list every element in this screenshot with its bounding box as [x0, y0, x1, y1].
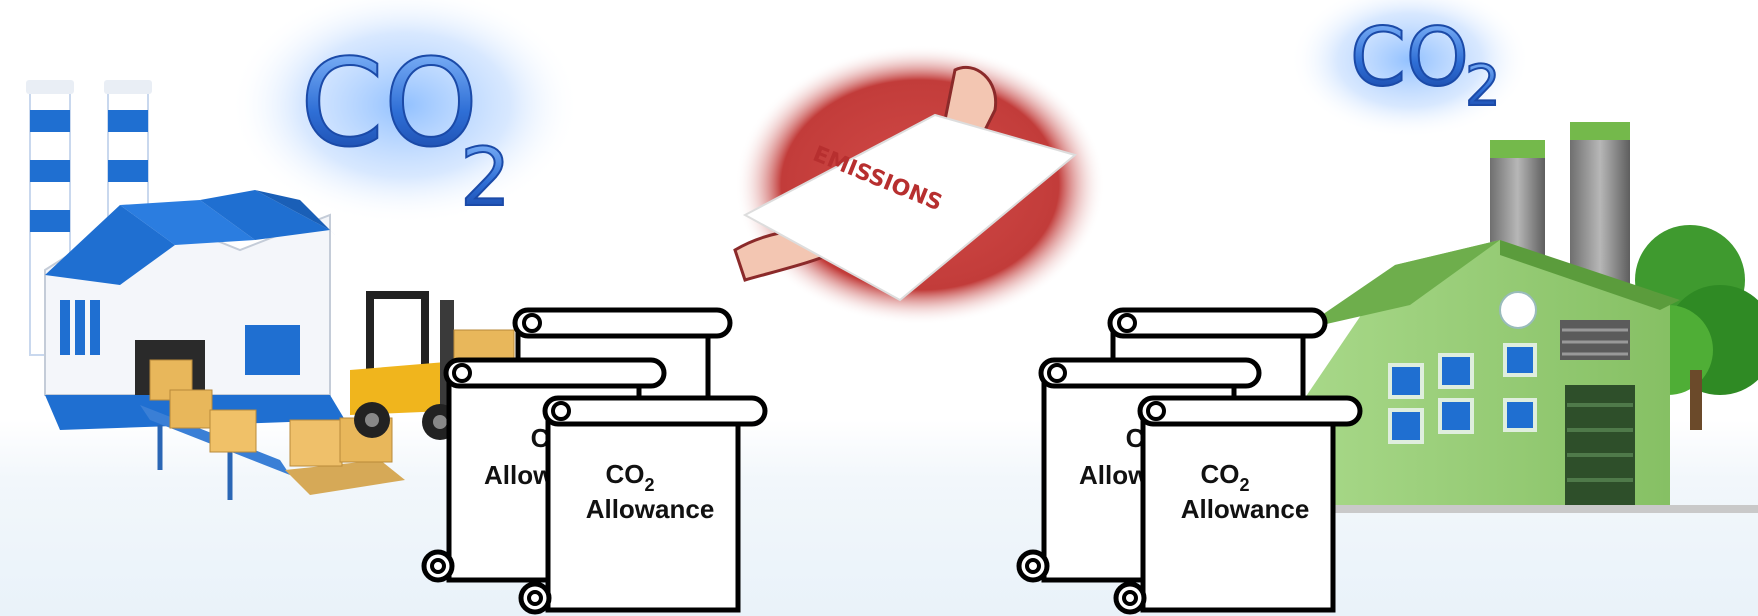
green-factory [1280, 122, 1758, 513]
co2-cloud-right: CO 2 [1290, 0, 1530, 138]
co2-right-main: CO [1350, 11, 1469, 104]
allowance-front-right-label: Allowance [1181, 494, 1310, 524]
emissions-illustration: EMISSIONS [735, 45, 1105, 325]
co2-left-main: CO [300, 35, 478, 174]
allowance-scroll-front-right: CO2 Allowance [1116, 398, 1360, 612]
allowance-scroll-front: CO2 Allowance [521, 398, 765, 612]
co2-right-sub: 2 [1465, 54, 1501, 119]
allowance-front-label: Allowance [586, 494, 715, 524]
allowance-middle-right-label: Allow [1079, 460, 1149, 490]
allowance-group-right: C Allow CO2 Allowance [1019, 310, 1360, 612]
co2-left-sub: 2 [460, 131, 511, 224]
recycle-logo-icon [1500, 292, 1536, 328]
allowance-middle-label: Allow [484, 460, 554, 490]
co2-cloud-left: CO 2 [230, 0, 580, 225]
